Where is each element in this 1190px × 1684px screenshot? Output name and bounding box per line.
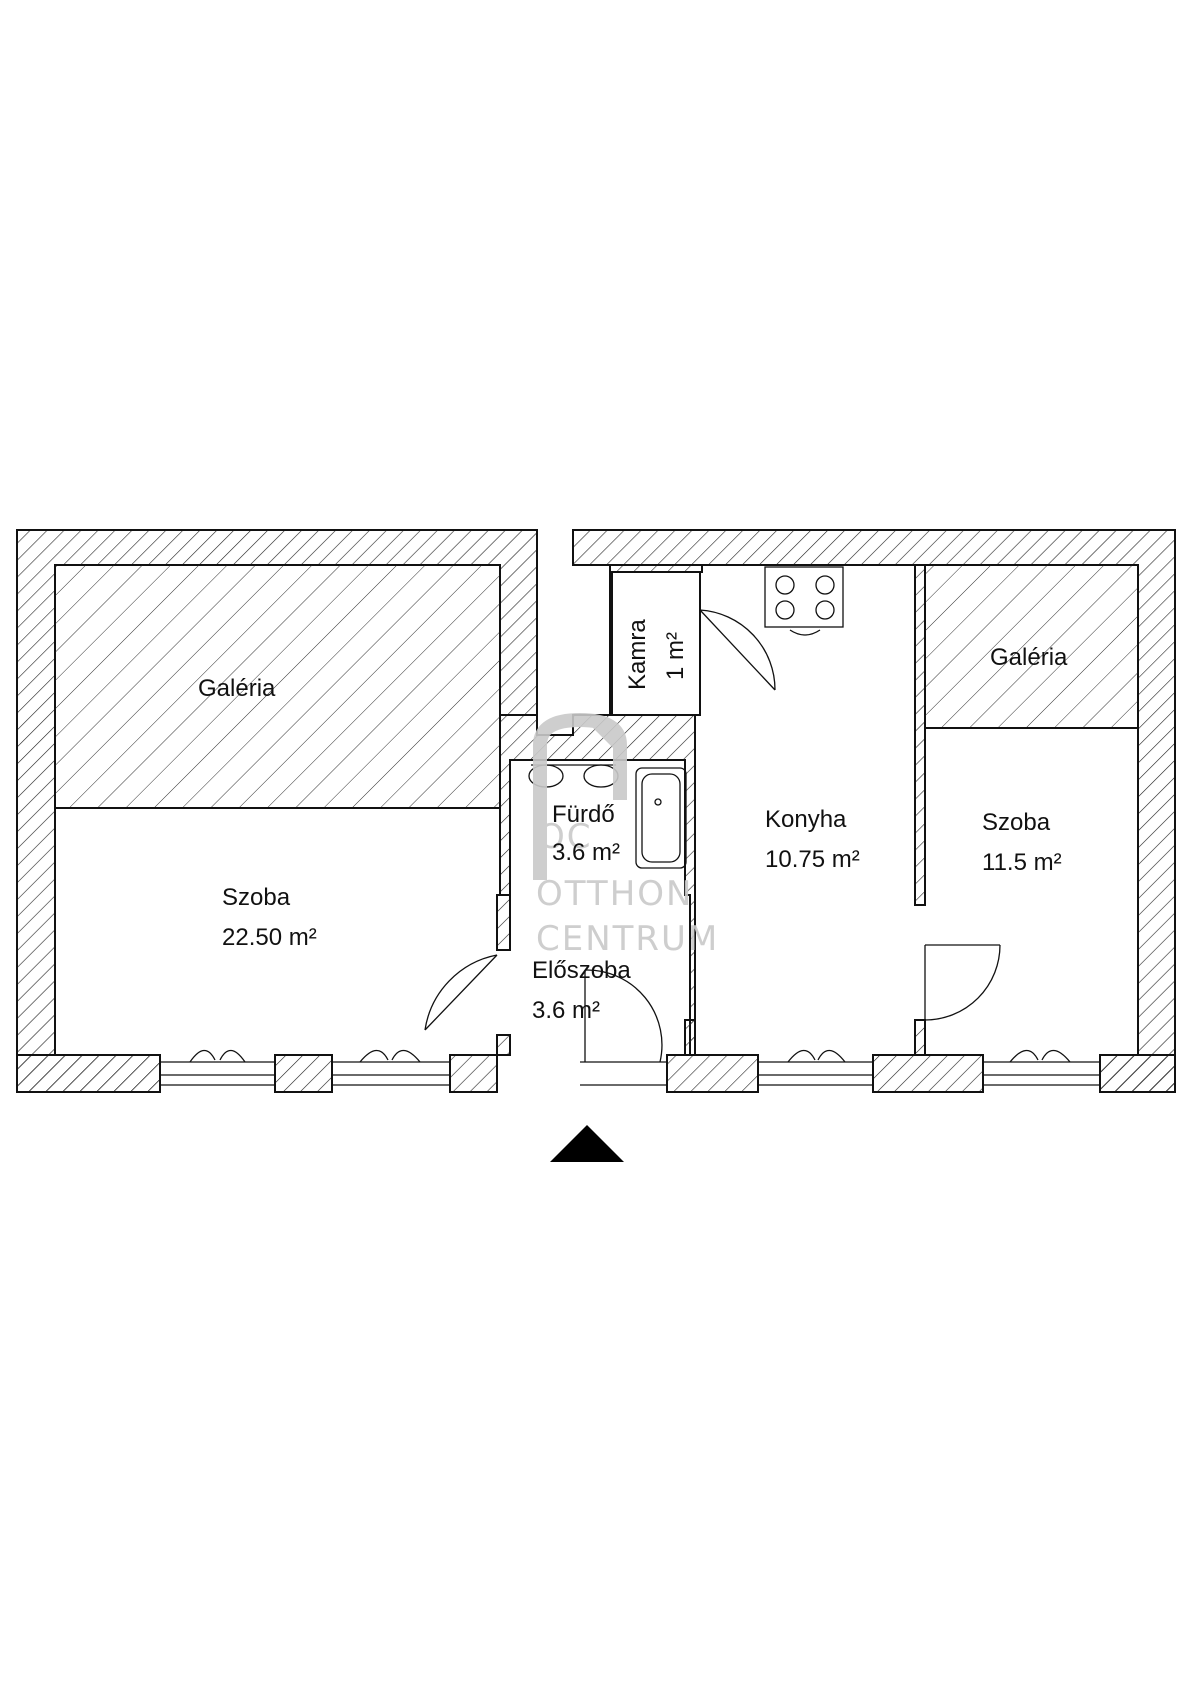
room-area-eloszoba: 3.6 m² [532,997,600,1024]
room-name-galeria-right: Galéria [990,644,1068,671]
wall-bottom-right-end [1099,1054,1176,1093]
wall-left-bottom-2 [449,1054,498,1093]
room-area-kamra: 1 m² [662,632,689,680]
window-4 [983,1049,1100,1086]
wall-konyha-szoba [914,564,926,906]
room-name-szoba-left: Szoba [222,884,291,911]
windows [160,1049,1100,1086]
room-area-szoba-left: 22.50 m² [222,924,317,951]
watermark-logo-icon [533,712,627,880]
wall-eloszoba-stub [496,1034,511,1056]
watermark-logo: OC [538,817,593,857]
door-szoba-left [424,954,498,1031]
window-3 [758,1049,873,1086]
watermark-line1: OTTHON [536,874,693,914]
wall-left-bottom-1 [274,1054,333,1093]
room-name-furdo: Fürdő [552,801,615,828]
window-1 [160,1049,275,1086]
room-area-konyha: 10.75 m² [765,846,860,873]
watermark-line2: CENTRUM [536,919,719,959]
room-name-konyha: Konyha [765,806,847,833]
door-eloszoba-entrance [584,969,663,1063]
room-name-szoba-right: Szoba [982,809,1051,836]
room-name-eloszoba: Előszoba [532,957,631,984]
wall-konyha-left-stub [684,1019,696,1056]
room-name-kamra: Kamra [624,619,651,690]
wall-konyha-szoba-low [914,1019,926,1056]
wall-fills [16,894,1176,1093]
room-area-furdo: 3.6 m² [552,839,620,866]
window-2 [332,1049,450,1086]
interior-lines [55,571,1138,809]
wall-between-szoba-eloszoba [496,894,511,951]
room-area-szoba-right: 11.5 m² [982,849,1062,876]
galeria-left-area [54,564,501,809]
wall-right-bottom-2 [872,1054,984,1093]
bathtub-icon [635,767,687,869]
galeria-right-area [924,564,1139,729]
door-szoba-right [924,944,1001,1021]
wall-bottom-left-a [16,1054,161,1093]
otthon-centrum-watermark: OC OTTHON CENTRUM [533,712,719,959]
stove-icon [764,566,844,636]
doors [424,609,1001,1063]
kamra-labels: Kamra 1 m² [624,619,689,690]
wall-right-bottom-1 [666,1054,759,1093]
door-kamra [699,609,776,691]
room-name-galeria-left: Galéria [198,675,276,702]
entrance-opening [580,1061,667,1086]
entrance-arrow-icon [550,1125,624,1162]
